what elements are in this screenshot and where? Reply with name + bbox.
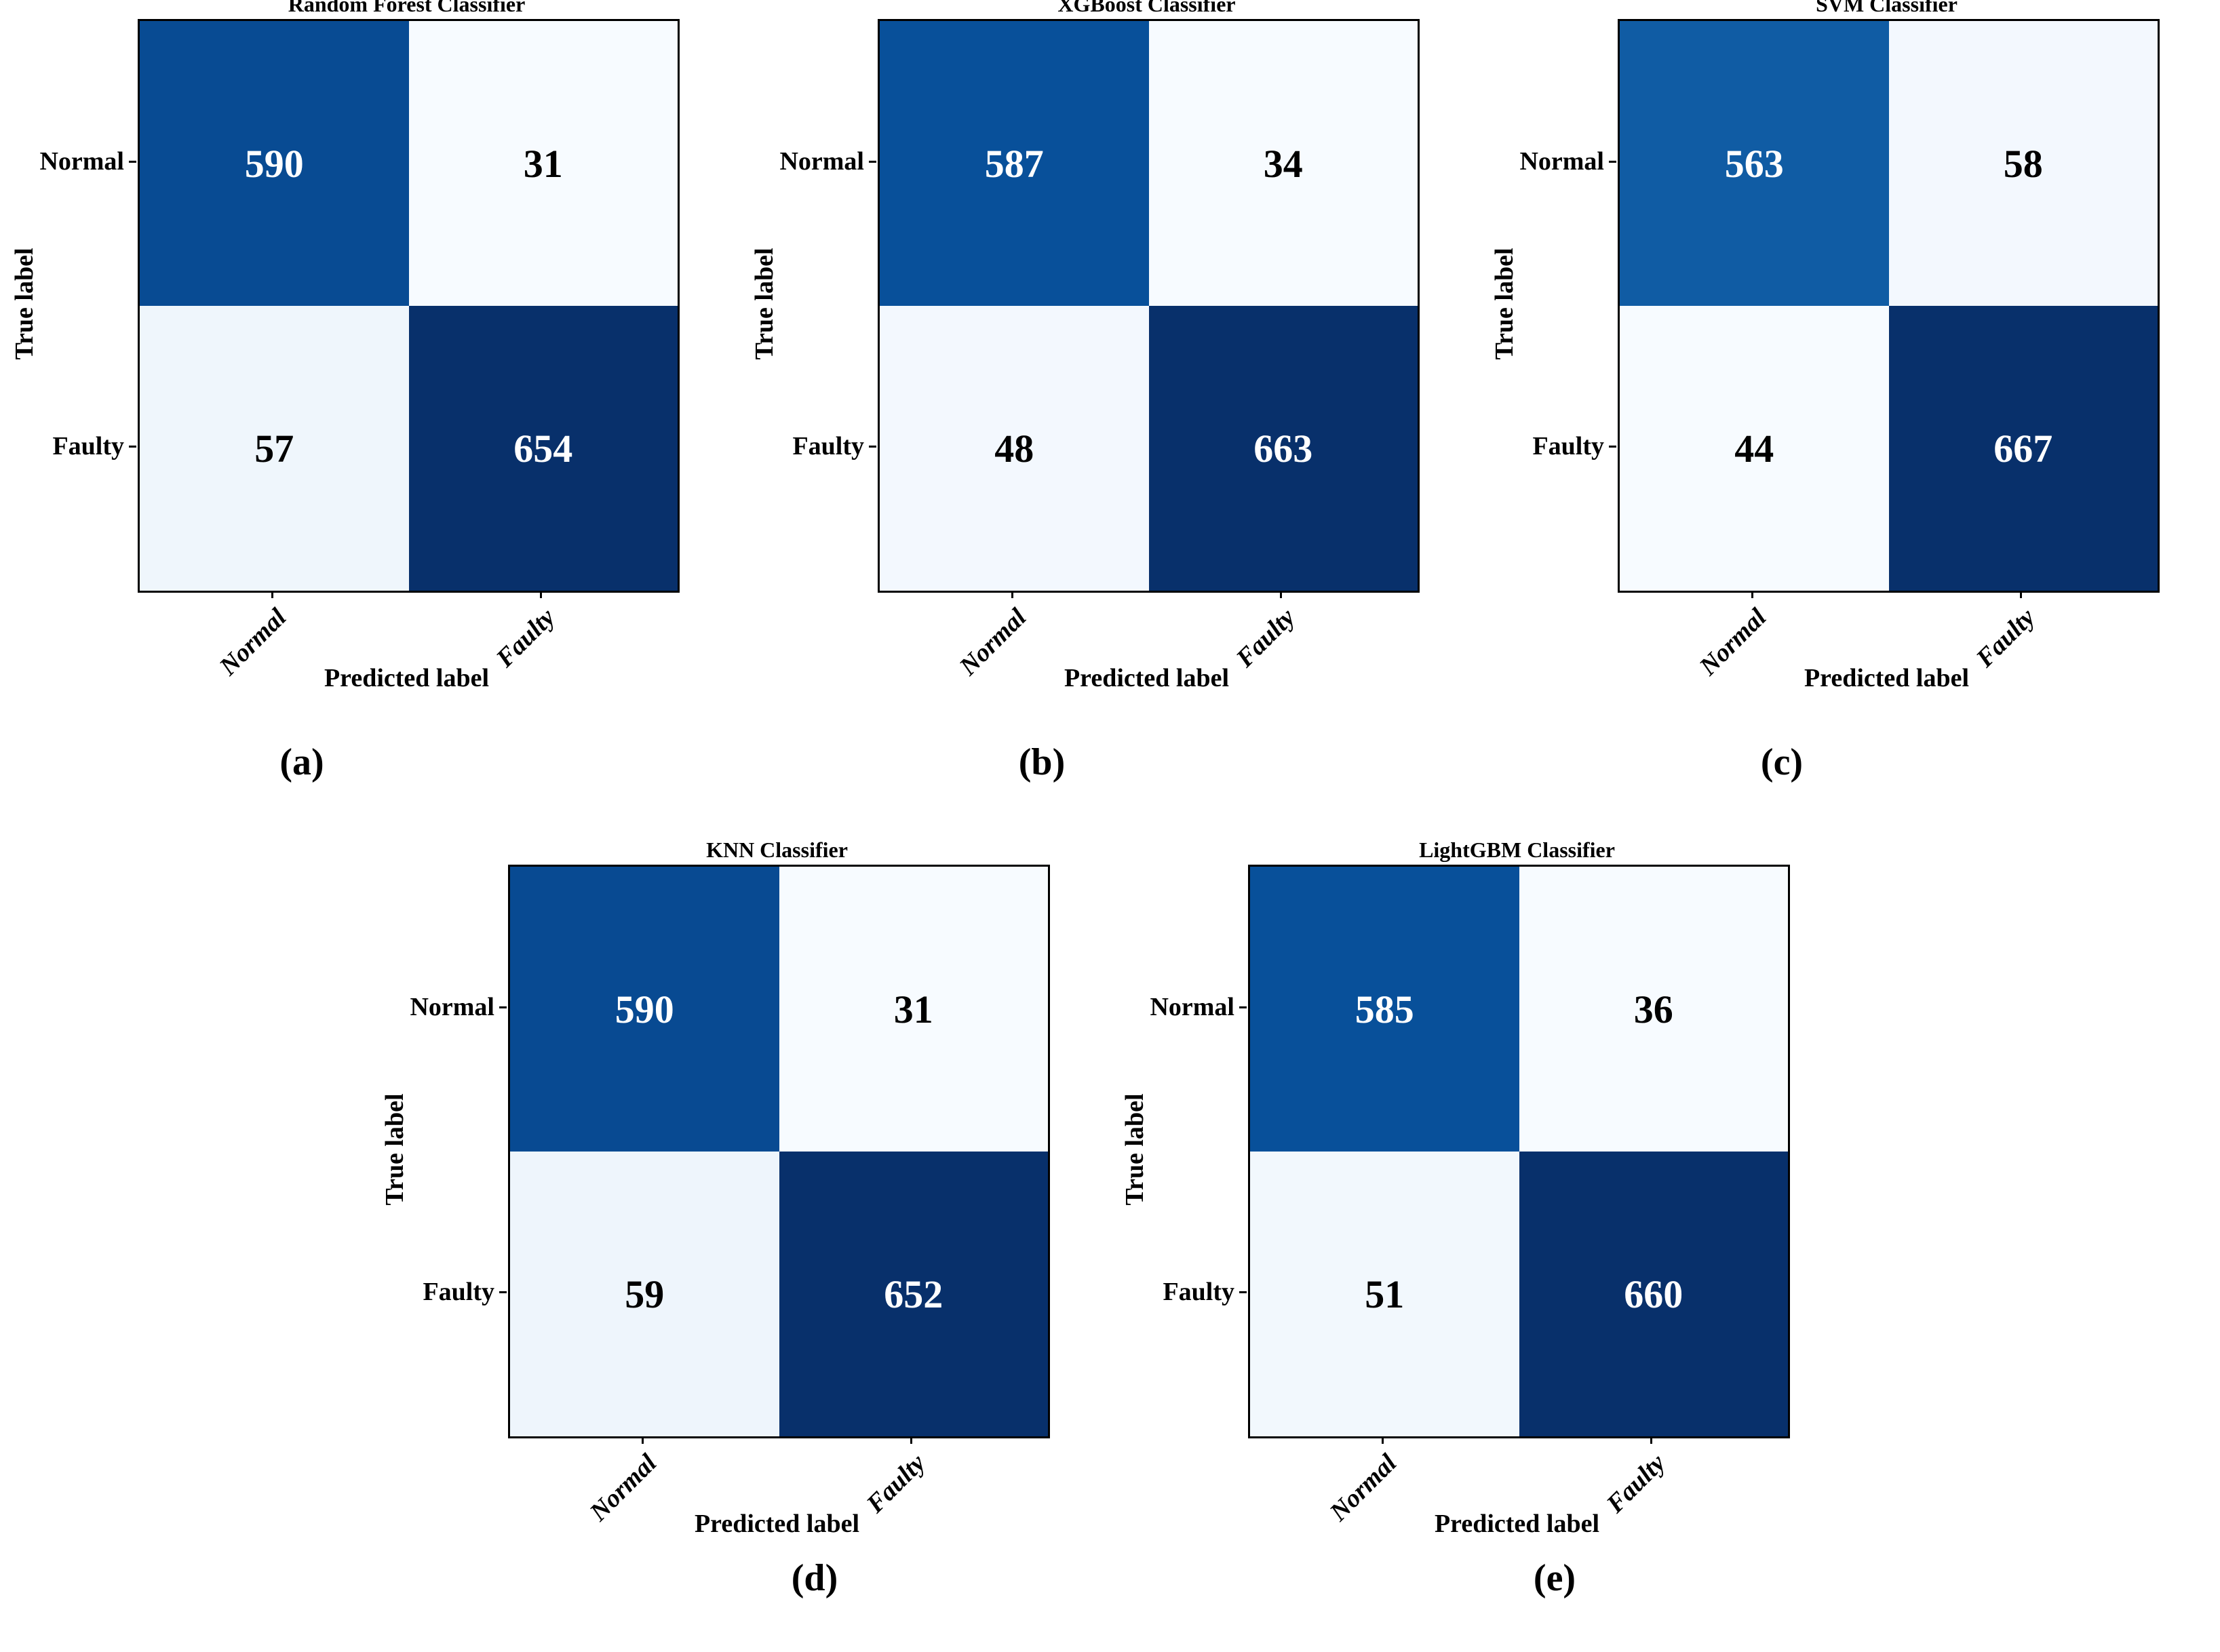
chart-title: LightGBM Classifier <box>1419 838 1615 862</box>
y-axis-label: True label <box>1490 248 1519 360</box>
x-axis-label: Predicted label <box>1064 664 1230 692</box>
subfigure-label-a: (a) <box>279 741 324 783</box>
cell-true-normal-pred-faulty: 36 <box>1519 867 1788 1152</box>
y-tick-normal: Normal <box>1150 993 1234 1021</box>
x-tick-faulty: Faulty <box>1970 603 2040 673</box>
cell-true-normal-pred-normal: 563 <box>1620 21 1889 306</box>
y-axis-label: True label <box>381 1093 409 1206</box>
y-tick-faulty: Faulty <box>1532 432 1604 460</box>
x-tick-faulty: Faulty <box>1601 1449 1671 1519</box>
cell-true-faulty-pred-normal: 59 <box>510 1152 779 1436</box>
tick-mark <box>499 1006 507 1008</box>
x-tick-faulty: Faulty <box>861 1449 931 1519</box>
subfigure-label-d: (d) <box>791 1557 838 1599</box>
subfigure-label-c: (c) <box>1760 741 1804 783</box>
chart-title: KNN Classifier <box>706 838 848 862</box>
confusion-matrix: 563 58 44 667 <box>1618 19 2160 593</box>
tick-mark <box>129 446 136 448</box>
tick-mark <box>869 446 876 448</box>
y-axis-label: True label <box>10 248 39 360</box>
cell-true-normal-pred-faulty: 34 <box>1148 21 1418 306</box>
cell-true-faulty-pred-faulty: 654 <box>408 306 678 591</box>
cell-true-faulty-pred-normal: 48 <box>880 306 1149 591</box>
x-tick-faulty: Faulty <box>490 603 560 673</box>
y-tick-normal: Normal <box>779 147 864 176</box>
tick-mark <box>129 161 136 163</box>
confusion-matrix: 590 31 57 654 <box>138 19 680 593</box>
cell-true-normal-pred-normal: 590 <box>510 867 779 1152</box>
y-tick-normal: Normal <box>39 147 124 176</box>
cell-true-faulty-pred-normal: 44 <box>1620 306 1889 591</box>
x-axis-label: Predicted label <box>1804 664 1970 692</box>
subplot-e: LightGBM Classifier True label Normal Fa… <box>1110 838 1850 1652</box>
y-tick-faulty: Faulty <box>423 1278 494 1306</box>
y-tick-faulty: Faulty <box>1163 1278 1234 1306</box>
cell-true-faulty-pred-faulty: 663 <box>1148 306 1418 591</box>
y-axis-label: True label <box>750 248 779 360</box>
cell-true-faulty-pred-faulty: 652 <box>779 1152 1048 1436</box>
x-axis-label: Predicted label <box>324 664 490 692</box>
subplot-a: Random Forest Classifier True label Norm… <box>0 0 740 827</box>
y-tick-normal: Normal <box>410 993 494 1021</box>
confusion-matrix: 585 36 51 660 <box>1248 865 1790 1438</box>
cell-true-faulty-pred-normal: 57 <box>140 306 409 591</box>
tick-mark <box>1650 1436 1652 1444</box>
subplot-d: KNN Classifier True label Normal Faulty … <box>370 838 1110 1652</box>
subplot-c: SVM Classifier True label Normal Faulty … <box>1480 0 2220 827</box>
y-tick-faulty: Faulty <box>792 432 864 460</box>
subfigure-label-e: (e) <box>1533 1557 1576 1599</box>
chart-title: XGBoost Classifier <box>1057 0 1236 16</box>
cell-true-normal-pred-faulty: 58 <box>1888 21 2158 306</box>
x-axis-label: Predicted label <box>694 1510 860 1538</box>
cell-true-normal-pred-normal: 590 <box>140 21 409 306</box>
tick-mark <box>540 591 542 598</box>
tick-mark <box>1011 591 1013 598</box>
tick-mark <box>499 1291 507 1293</box>
tick-mark <box>1751 591 1753 598</box>
tick-mark <box>1609 446 1616 448</box>
tick-mark <box>1609 161 1616 163</box>
tick-mark <box>1239 1291 1247 1293</box>
cell-true-normal-pred-faulty: 31 <box>779 867 1048 1152</box>
x-axis-label: Predicted label <box>1434 1510 1600 1538</box>
subfigure-label-b: (b) <box>1018 741 1066 783</box>
tick-mark <box>910 1436 912 1444</box>
tick-mark <box>869 161 876 163</box>
y-tick-faulty: Faulty <box>52 432 124 460</box>
cell-true-normal-pred-normal: 587 <box>880 21 1149 306</box>
chart-title: Random Forest Classifier <box>288 0 526 16</box>
tick-mark <box>1382 1436 1384 1444</box>
cell-true-normal-pred-faulty: 31 <box>408 21 678 306</box>
chart-title: SVM Classifier <box>1816 0 1958 16</box>
subplot-b: XGBoost Classifier True label Normal Fau… <box>740 0 1480 827</box>
tick-mark <box>1239 1006 1247 1008</box>
tick-mark <box>271 591 273 598</box>
confusion-matrix: 590 31 59 652 <box>508 865 1050 1438</box>
cell-true-faulty-pred-faulty: 660 <box>1519 1152 1788 1436</box>
x-tick-faulty: Faulty <box>1230 603 1300 673</box>
confusion-matrix: 587 34 48 663 <box>878 19 1420 593</box>
tick-mark <box>642 1436 644 1444</box>
cell-true-normal-pred-normal: 585 <box>1250 867 1519 1152</box>
y-axis-label: True label <box>1121 1093 1149 1206</box>
cell-true-faulty-pred-normal: 51 <box>1250 1152 1519 1436</box>
y-tick-normal: Normal <box>1519 147 1604 176</box>
tick-mark <box>1280 591 1282 598</box>
tick-mark <box>2020 591 2022 598</box>
cell-true-faulty-pred-faulty: 667 <box>1888 306 2158 591</box>
